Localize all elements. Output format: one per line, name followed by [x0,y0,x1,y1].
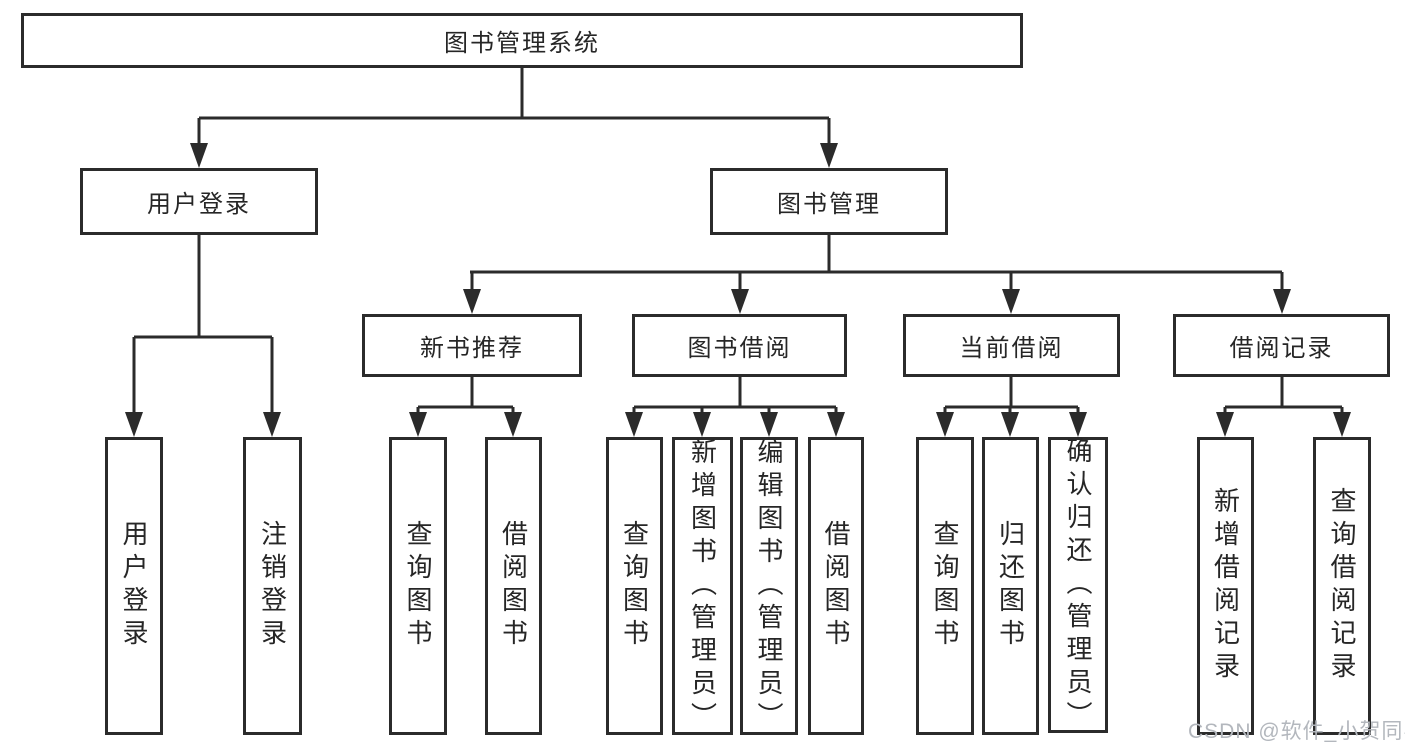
node-root-system: 图书管理系统 [21,13,1023,68]
arrowhead-icons [125,143,1351,437]
leaf-recommend-borrow-books: 借阅图书 [485,437,542,735]
leaf-edit-books-admin: 编辑图书（管理员） [740,437,798,735]
node-borrow-records: 借阅记录 [1173,314,1390,377]
node-label: 图书管理系统 [444,30,600,57]
node-label: 新增借阅记录 [1210,487,1241,685]
node-label: 归还图书 [995,520,1026,652]
csdn-watermark: CSDN @软件_小贺同学 [1188,720,1405,743]
node-book-management: 图书管理 [710,168,948,235]
node-label: 图书借阅 [687,335,792,362]
leaf-recommend-query-books: 查询图书 [389,437,447,735]
leaf-query-borrow-record: 查询借阅记录 [1313,437,1371,735]
leaf-user-login: 用户登录 [105,437,163,735]
node-label: 用户登录 [147,191,251,218]
node-current-borrow: 当前借阅 [903,314,1120,377]
leaf-return-books: 归还图书 [982,437,1039,735]
node-label: 借阅图书 [498,520,529,652]
node-label: 确认归还（管理员） [1063,436,1093,734]
leaf-borrow-query-books: 查询图书 [606,437,663,735]
node-label: 图书管理 [777,191,881,218]
node-label: 新增图书（管理员） [687,437,718,735]
leaf-logout-login: 注销登录 [243,437,302,735]
node-label: 编辑图书（管理员） [754,437,784,735]
leaf-confirm-return-admin: 确认归还（管理员） [1048,436,1108,734]
node-label: 借阅图书 [821,520,851,652]
leaf-add-borrow-record: 新增借阅记录 [1197,437,1254,735]
node-label: 查询图书 [930,520,960,652]
node-label: 借阅记录 [1229,335,1334,362]
node-label: 查询图书 [619,520,650,652]
node-user-login: 用户登录 [80,168,318,235]
node-label: 查询图书 [403,520,433,652]
node-new-book-recommend: 新书推荐 [362,314,582,377]
leaf-borrow-books: 借阅图书 [808,437,864,735]
node-label: 注销登录 [257,520,288,652]
node-label: 当前借阅 [959,335,1064,362]
node-label: 新书推荐 [420,335,524,362]
node-label: 用户登录 [119,520,149,652]
node-label: 查询借阅记录 [1327,487,1357,685]
node-book-borrow: 图书借阅 [632,314,847,377]
leaf-add-books-admin: 新增图书（管理员） [672,437,733,735]
leaf-current-query-books: 查询图书 [916,437,974,735]
